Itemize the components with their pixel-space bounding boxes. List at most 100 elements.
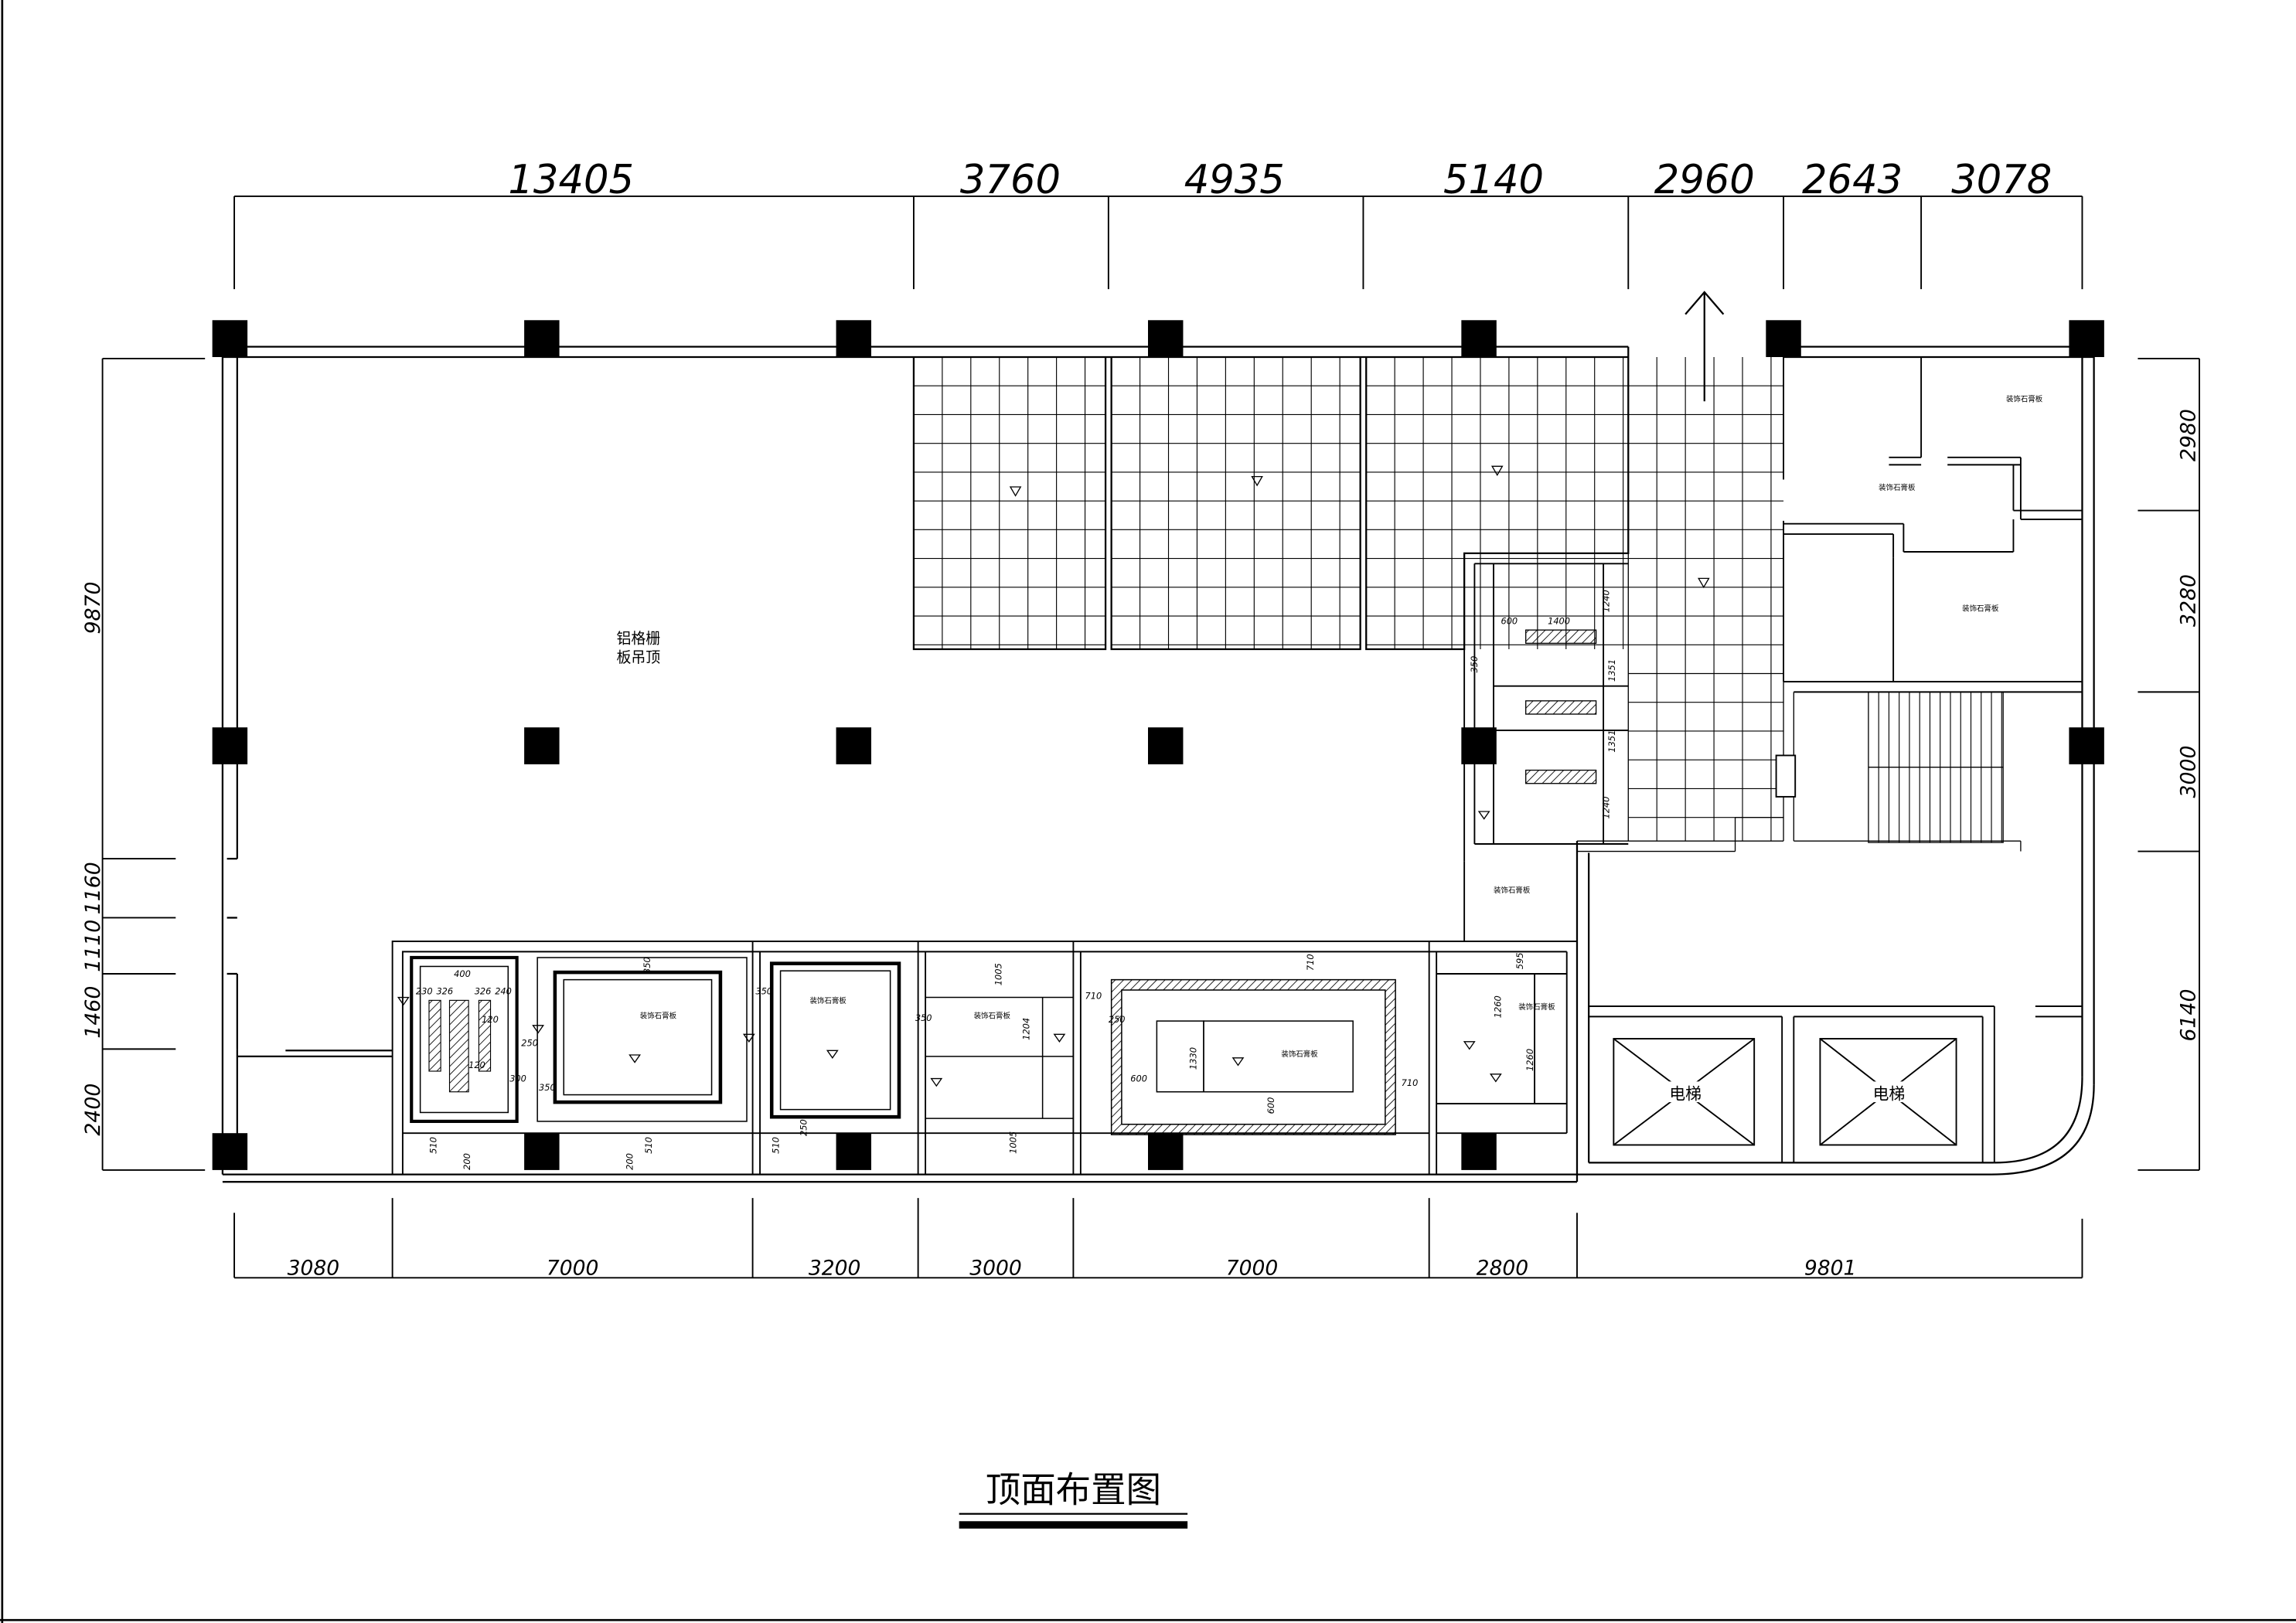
svg-text:装饰石膏板: 装饰石膏板	[1281, 1050, 1318, 1059]
north-arrow	[1685, 291, 1725, 402]
room-3-ceiling	[769, 961, 901, 1119]
main-label-line-2: 板吊顶	[616, 649, 660, 666]
column	[2069, 320, 2104, 357]
bottom-dim-7: 9801	[1804, 1256, 1856, 1280]
grid-ceiling-lines	[913, 357, 1784, 842]
svg-text:510: 510	[771, 1137, 782, 1154]
right-dim-4: 6140	[2176, 988, 2200, 1041]
elevator-shafts	[1589, 1005, 2083, 1163]
svg-text:1240: 1240	[1601, 590, 1612, 612]
room-2-ceiling	[537, 957, 748, 1122]
top-dim-2: 3760	[960, 157, 1061, 203]
svg-text:710: 710	[1402, 1077, 1419, 1088]
svg-text:1260: 1260	[1524, 1049, 1535, 1071]
svg-text:1351: 1351	[1606, 659, 1617, 682]
svg-text:350: 350	[1469, 656, 1480, 673]
stair-room-dims: 600 1400 1240 350 1351 1351 1240	[1469, 590, 1617, 818]
column	[524, 727, 560, 764]
right-dim-1: 2980	[2176, 409, 2200, 461]
room-1-ceiling	[410, 955, 519, 1124]
top-dim-1: 13405	[508, 157, 634, 203]
room-5-ceiling	[1110, 978, 1396, 1135]
svg-text:1005: 1005	[993, 963, 1004, 985]
svg-text:250: 250	[521, 1038, 538, 1049]
svg-text:350: 350	[915, 1012, 932, 1023]
svg-text:400: 400	[454, 968, 471, 979]
column	[212, 1133, 248, 1170]
right-dimension-labels: 2980 3280 3000 6140	[2176, 409, 2200, 1041]
svg-text:装饰石膏板: 装饰石膏板	[1518, 1002, 1555, 1012]
room-5-dims: 710 710 250 1330 600 600 710 装饰石膏板	[1085, 954, 1419, 1114]
svg-text:1351: 1351	[1606, 730, 1617, 753]
bottom-dim-5: 7000	[1226, 1256, 1278, 1280]
top-dim-7: 3078	[1951, 157, 2052, 203]
stair-side-room	[1463, 553, 1629, 862]
room-4-dims: 1005 1204 1005 350 装饰石膏板	[915, 963, 1032, 1154]
svg-text:装饰石膏板: 装饰石膏板	[2006, 394, 2043, 403]
svg-text:510: 510	[428, 1137, 438, 1154]
svg-text:120: 120	[468, 1060, 485, 1070]
column	[2069, 727, 2104, 764]
column	[524, 320, 560, 357]
svg-text:510: 510	[643, 1137, 654, 1154]
svg-text:1005: 1005	[1008, 1131, 1019, 1154]
svg-text:1204: 1204	[1021, 1018, 1032, 1040]
column	[1148, 727, 1184, 764]
top-dim-4: 5140	[1443, 157, 1544, 203]
column	[1148, 320, 1184, 357]
svg-text:装饰石膏板: 装饰石膏板	[1962, 604, 1999, 613]
svg-text:600: 600	[1130, 1073, 1147, 1084]
bottom-dim-3: 3200	[809, 1256, 860, 1280]
column	[1148, 1133, 1184, 1170]
column	[1461, 727, 1497, 764]
svg-text:230: 230	[416, 986, 433, 997]
svg-text:装饰石膏板: 装饰石膏板	[809, 996, 847, 1005]
column	[1766, 320, 1801, 357]
main-label-line-1: 铝格栅	[616, 630, 660, 647]
room-2-dims: 350 250 350 300 510 装饰石膏板	[509, 957, 676, 1154]
column	[212, 320, 248, 357]
drawing-title-block: 顶面布置图	[959, 1469, 1188, 1529]
svg-text:200: 200	[462, 1153, 472, 1170]
right-dim-2: 3280	[2176, 574, 2200, 627]
top-dim-6: 2643	[1802, 157, 1903, 203]
elevator-label-1: 电梯	[1669, 1084, 1702, 1103]
top-dim-5: 2960	[1654, 157, 1755, 203]
right-rooms	[1783, 357, 2083, 693]
right-dimension-line	[2138, 357, 2200, 1171]
svg-text:600: 600	[1266, 1097, 1276, 1114]
svg-text:装饰石膏板: 装饰石膏板	[1494, 886, 1531, 895]
bottom-dim-6: 2800	[1477, 1256, 1528, 1280]
svg-text:1260: 1260	[1493, 995, 1504, 1018]
stair-treads	[1878, 692, 2002, 843]
room-3-dims: 350 510 250 装饰石膏板	[755, 986, 847, 1154]
drawing-title: 顶面布置图	[986, 1469, 1161, 1510]
column	[212, 727, 248, 764]
column	[1461, 320, 1497, 357]
svg-text:120: 120	[482, 1014, 499, 1025]
stair-room-fixtures	[1525, 629, 1597, 784]
column	[836, 1133, 872, 1170]
column	[836, 727, 872, 764]
svg-text:710: 710	[1305, 954, 1316, 971]
svg-text:326: 326	[436, 986, 453, 997]
svg-text:326: 326	[475, 986, 492, 997]
bottom-dimension-labels: 3080 7000 3200 3000 7000 2800 9801	[288, 1256, 1857, 1280]
svg-text:200: 200	[624, 1153, 635, 1170]
left-dim-1: 9870	[81, 582, 105, 635]
svg-text:250: 250	[799, 1119, 809, 1136]
svg-text:350: 350	[539, 1082, 556, 1093]
bottom-dimension-line	[233, 1198, 2083, 1279]
right-dim-3: 3000	[2176, 745, 2200, 798]
svg-text:300: 300	[509, 1073, 526, 1084]
svg-text:1400: 1400	[1548, 616, 1570, 627]
svg-text:250: 250	[1109, 1014, 1126, 1025]
left-dim-2: 1160	[81, 862, 105, 914]
bottom-dim-2: 7000	[547, 1256, 598, 1280]
svg-text:710: 710	[1085, 990, 1102, 1001]
column	[836, 320, 872, 357]
room-1-dims: 400 326 326 120 230 240 120 510 200 200	[416, 968, 635, 1170]
column	[1461, 1133, 1497, 1170]
bottom-dim-1: 3080	[288, 1256, 339, 1280]
